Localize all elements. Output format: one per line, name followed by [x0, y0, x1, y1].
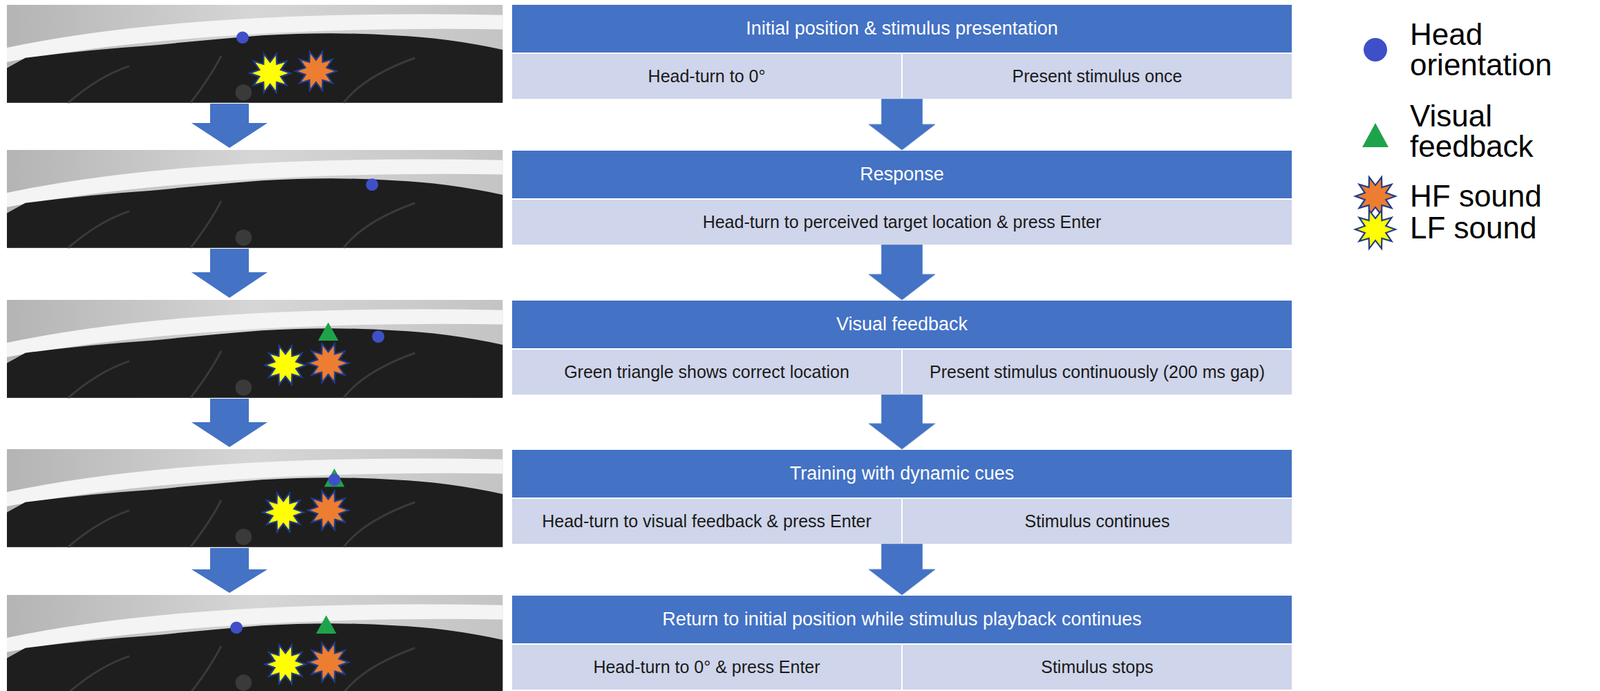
step-detail-box: Stimulus continues: [902, 499, 1292, 544]
step-text: Head-turn to 0°: [648, 66, 766, 87]
step-title: Visual feedback: [836, 313, 968, 336]
step-header: Initial position & stimulus presentation: [512, 4, 1292, 53]
photo-panel: [6, 299, 503, 399]
flow-arrow: [868, 244, 936, 300]
step-arrow: [191, 248, 268, 298]
step-header: Visual feedback: [512, 300, 1292, 349]
step-arrow: [191, 548, 268, 594]
step-detail-box: Present stimulus continuously (200 ms ga…: [902, 349, 1292, 395]
legend-label: Visual feedback: [1409, 100, 1596, 162]
step-detail-box: Present stimulus once: [902, 53, 1292, 99]
step-text: Stimulus continues: [1024, 511, 1171, 532]
step-title: Initial position & stimulus presentation: [745, 17, 1059, 40]
flow-arrow: [868, 98, 936, 150]
step-header: Response: [512, 150, 1292, 199]
legend-label: HF sound: [1409, 181, 1596, 212]
step-arrow: [191, 398, 268, 448]
legend-item: HF sound: [1409, 181, 1596, 212]
legend-symbol: [1362, 123, 1389, 148]
step-detail-box: Head-turn to visual feedback & press Ent…: [512, 499, 902, 544]
step-text: Present stimulus continuously (200 ms ga…: [929, 362, 1265, 383]
photo-panel: [6, 595, 503, 691]
step-header: Training with dynamic cues: [512, 449, 1292, 498]
legend: Head orientationVisual feedback HF soundL…: [1409, 0, 1597, 277]
step-block: Initial position & stimulus presentation…: [512, 4, 1292, 99]
legend-item: Visual feedback: [1409, 100, 1596, 162]
step-text: Head-turn to perceived target location &…: [702, 212, 1102, 233]
step-detail-box: Head-turn to 0°: [512, 53, 902, 99]
step-block: Training with dynamic cuesHead-turn to v…: [512, 449, 1292, 544]
step-block: Visual feedbackGreen triangle shows corr…: [512, 300, 1292, 395]
step-text: Green triangle shows correct location: [563, 362, 850, 383]
legend-symbol: [1355, 210, 1396, 249]
step-arrow: [191, 103, 268, 148]
step-block: Return to initial position while stimulu…: [512, 595, 1292, 690]
step-title: Return to initial position while stimulu…: [662, 608, 1142, 631]
flow-arrow: [868, 394, 936, 450]
legend-symbol: [1355, 176, 1396, 215]
step-title: Training with dynamic cues: [789, 463, 1015, 485]
legend-item: LF sound: [1409, 212, 1596, 244]
legend-symbol: [1363, 38, 1388, 62]
step-text: Stimulus stops: [1040, 657, 1154, 678]
step-text: Head-turn to 0° & press Enter: [593, 657, 820, 678]
legend-label: Head orientation: [1409, 19, 1596, 81]
legend-label: LF sound: [1409, 212, 1596, 244]
photo-panel: [6, 149, 503, 249]
step-title: Response: [859, 163, 945, 186]
step-detail-box: Green triangle shows correct location: [512, 349, 902, 395]
step-block: ResponseHead-turn to perceived target lo…: [512, 150, 1292, 245]
step-header: Return to initial position while stimulu…: [512, 595, 1292, 644]
legend-item: Head orientation: [1409, 19, 1596, 81]
step-text: Present stimulus once: [1012, 66, 1183, 87]
step-detail-box: Head-turn to 0° & press Enter: [512, 644, 902, 690]
flow-arrow: [868, 543, 936, 596]
step-detail-box: Head-turn to perceived target location &…: [512, 199, 1292, 245]
step-text: Head-turn to visual feedback & press Ent…: [541, 511, 872, 532]
photo-panel: [6, 449, 503, 548]
photo-panel: [6, 4, 503, 103]
step-detail-box: Stimulus stops: [902, 644, 1292, 690]
